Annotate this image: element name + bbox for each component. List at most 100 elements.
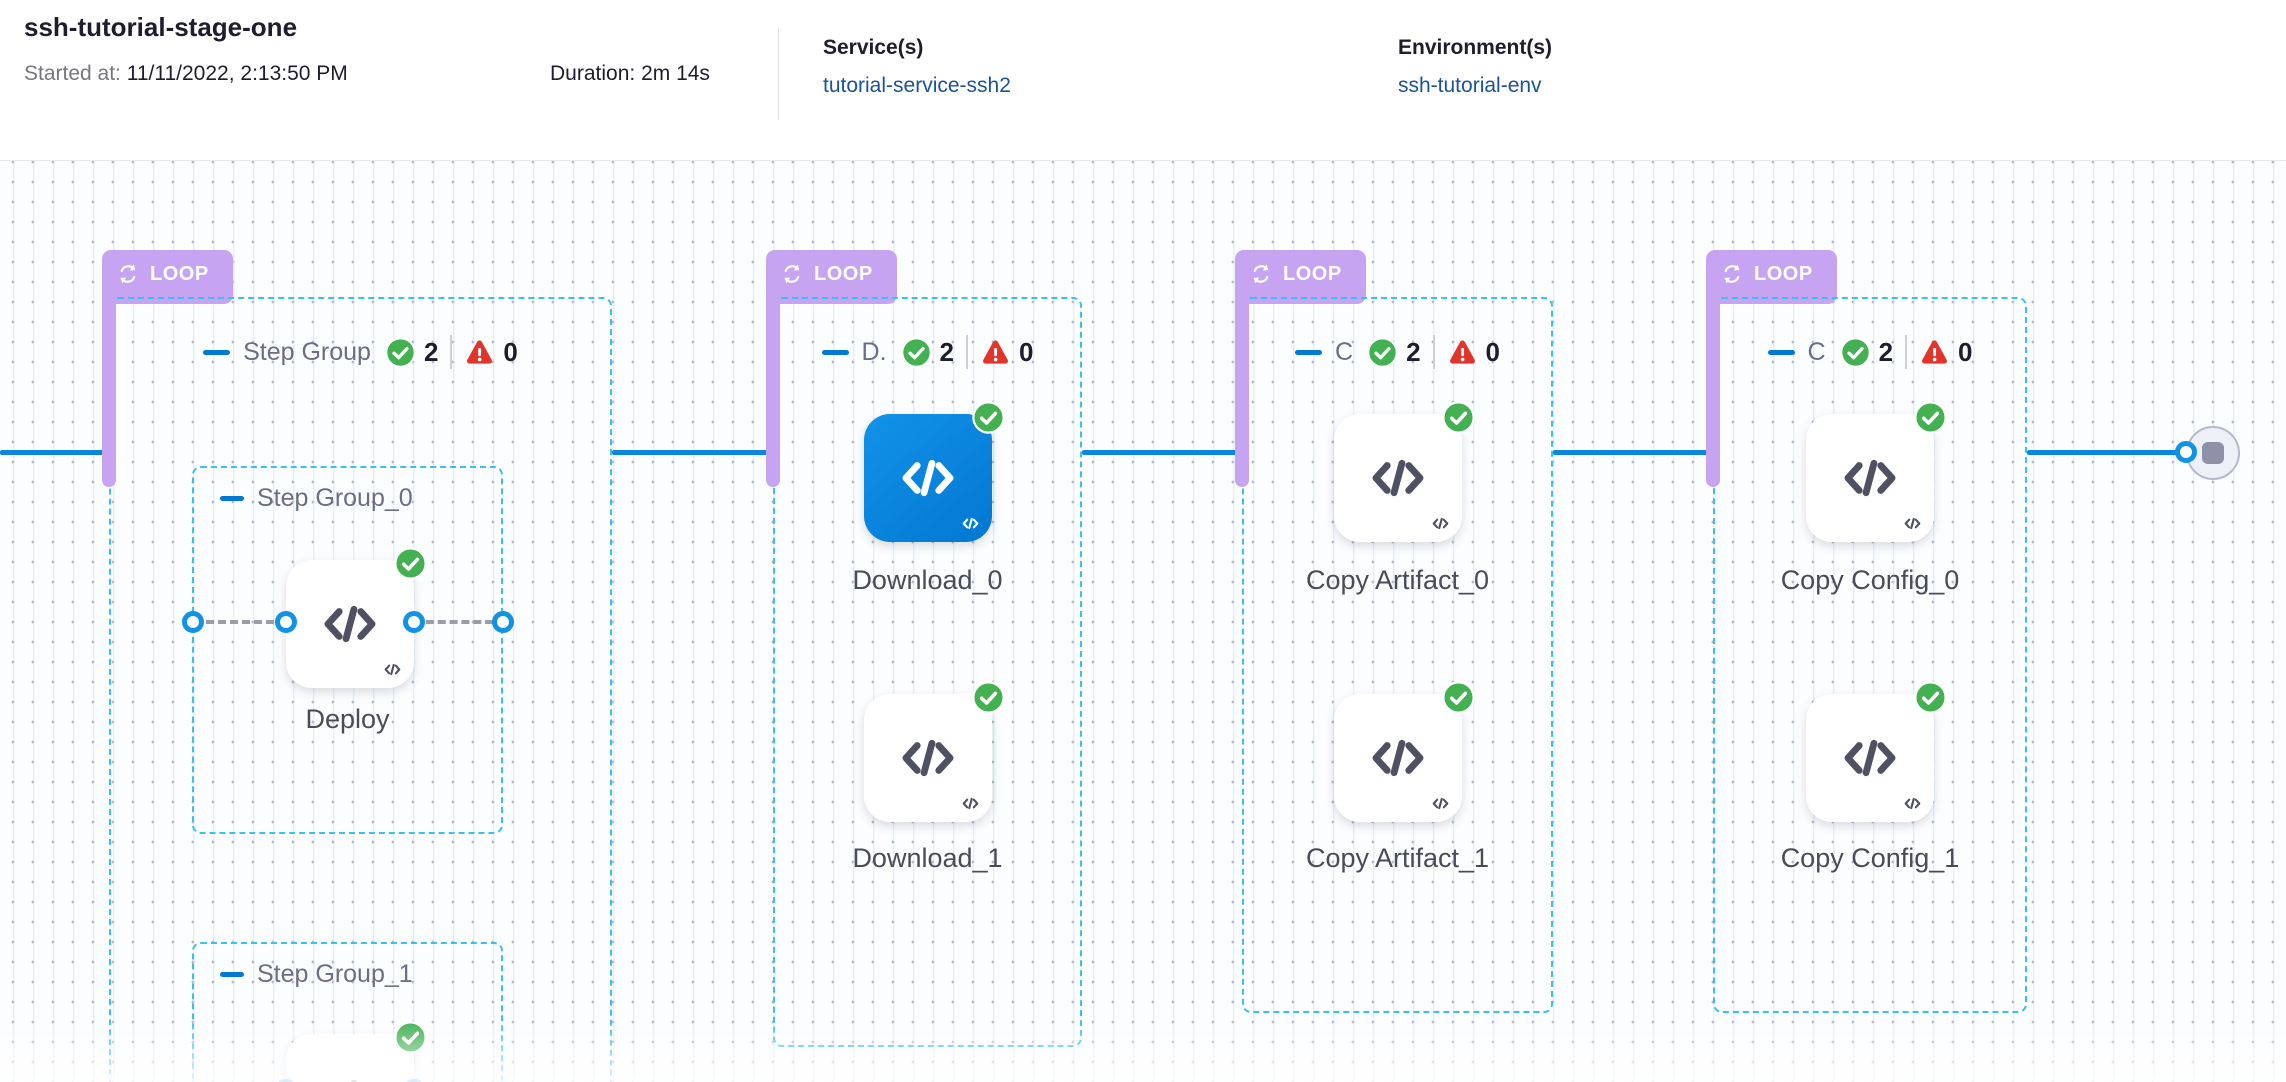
code-icon [1836, 444, 1904, 512]
connector-handle[interactable] [403, 611, 425, 633]
step-group-title: Step Group [243, 337, 371, 366]
loop-icon [115, 261, 141, 287]
connector-handle[interactable] [2175, 441, 2197, 463]
success-count-icon [385, 337, 416, 368]
success-count: 2 [1406, 336, 1421, 367]
loop-badge: LOOP [1706, 250, 1837, 304]
step-label: Copy Artifact_1 [1305, 843, 1490, 873]
step-group-box-4[interactable]: C 2 0 Copy Config_0 Copy Config_1 [1713, 297, 2027, 1013]
loop-label: LOOP [150, 262, 209, 285]
success-count-icon [901, 337, 932, 368]
collapse-minus-icon[interactable] [821, 349, 849, 355]
step-group-box-2[interactable]: D. 2 0 Download_0 Download_1 [773, 297, 1082, 1047]
connector-handle[interactable] [182, 611, 204, 633]
success-count-icon [1840, 337, 1871, 368]
loop-strip [1235, 297, 1249, 487]
duration-label: Duration: [550, 62, 636, 85]
service-link[interactable]: tutorial-service-ssh2 [823, 74, 1011, 97]
code-mini-icon [1430, 793, 1451, 814]
code-icon [316, 590, 384, 658]
step-card-copy-config-0[interactable] [1806, 414, 1934, 542]
services-block: Service(s) tutorial-service-ssh2 [823, 36, 1011, 98]
step-card-download-1[interactable] [863, 694, 992, 822]
stage-end-node[interactable] [2186, 426, 2240, 480]
duration: Duration: 2m 14s [550, 62, 710, 86]
step-card-copy-config-1[interactable] [1806, 694, 1934, 822]
failed-count: 0 [1958, 336, 1973, 367]
collapse-minus-icon[interactable] [1295, 349, 1322, 355]
pipeline-connector-line [2027, 450, 2178, 455]
inner-step-group-1[interactable]: Step Group_1 [192, 942, 503, 1082]
code-mini-icon [960, 793, 981, 814]
success-check-icon [972, 681, 1005, 714]
count-divider [966, 335, 968, 369]
loop-icon [779, 261, 805, 287]
collapse-minus-icon[interactable] [220, 496, 244, 501]
code-mini-icon [1902, 513, 1923, 534]
step-group-header[interactable]: C 2 0 [1244, 335, 1551, 369]
started-at-label: Started at: [24, 62, 121, 85]
loop-icon [1248, 261, 1274, 287]
inner-step-group-0[interactable]: Step Group_0 Deploy [182, 466, 514, 834]
header-divider [778, 28, 779, 120]
success-check-icon [1442, 401, 1475, 434]
step-card-copy-artifact-1[interactable] [1333, 694, 1462, 822]
connector-handle[interactable] [492, 611, 514, 633]
pipeline-connector-line [1082, 450, 1239, 455]
loop-strip [766, 297, 780, 487]
step-group-box-3[interactable]: C 2 0 Copy Artifact_0 Copy Artifact_1 [1242, 297, 1553, 1013]
pipeline-connector-line [0, 450, 105, 455]
count-divider [450, 335, 453, 369]
code-icon [1364, 724, 1432, 792]
step-label: Download_0 [852, 565, 1003, 595]
started-at: Started at: 11/11/2022, 2:13:50 PM [24, 62, 348, 86]
success-check-icon [1442, 681, 1475, 714]
step-label: Copy Config_0 [1780, 565, 1960, 595]
connector-handle[interactable] [275, 611, 297, 633]
failed-count-icon [1447, 337, 1478, 368]
code-mini-icon [1902, 793, 1923, 814]
failed-count-icon [980, 337, 1011, 368]
started-at-value: 11/11/2022, 2:13:50 PM [126, 62, 348, 85]
code-icon [1836, 724, 1904, 792]
loop-label: LOOP [1283, 262, 1342, 285]
step-group-header[interactable]: C 2 0 [1715, 335, 2025, 369]
success-count-icon [1367, 337, 1398, 368]
environments-label: Environment(s) [1398, 36, 1553, 59]
step-group-header[interactable]: D. 2 0 [775, 335, 1080, 369]
step-card[interactable] [286, 1034, 414, 1082]
execution-header: ssh-tutorial-stage-one Started at: 11/11… [0, 0, 2286, 161]
step-card-copy-artifact-0[interactable] [1333, 414, 1462, 542]
code-mini-icon [382, 659, 403, 680]
failed-count: 0 [503, 336, 518, 367]
success-check-icon [972, 401, 1005, 434]
collapse-minus-icon[interactable] [1767, 349, 1795, 355]
services-label: Service(s) [823, 36, 924, 59]
loop-label: LOOP [814, 262, 873, 285]
count-divider [1432, 335, 1435, 369]
collapse-minus-icon[interactable] [220, 972, 244, 977]
loop-badge: LOOP [766, 250, 897, 304]
selection-connector-dash [414, 620, 505, 624]
code-icon [894, 444, 962, 512]
step-label: Download_1 [852, 843, 1003, 873]
step-card-deploy[interactable] [286, 560, 414, 688]
pipeline-connector-line [1553, 450, 1710, 455]
collapse-minus-icon[interactable] [203, 349, 231, 355]
success-count: 2 [423, 336, 439, 367]
environment-link[interactable]: ssh-tutorial-env [1398, 74, 1542, 97]
pipeline-canvas[interactable]: LOOP LOOP LOOP LOOP Step Group 2 0 Step … [0, 160, 2286, 1082]
step-group-title: C [1807, 337, 1826, 366]
success-check-icon [1914, 401, 1947, 434]
code-icon [894, 724, 962, 792]
code-icon [316, 1064, 384, 1082]
failed-count-icon [1919, 337, 1950, 368]
success-count: 2 [939, 336, 954, 367]
failed-count-icon [464, 337, 495, 368]
inner-group-title-row: Step Group_1 [220, 960, 413, 989]
loop-badge: LOOP [102, 250, 233, 304]
step-group-box-1[interactable]: Step Group 2 0 Step Group_0 Dep [109, 297, 612, 1082]
step-group-header[interactable]: Step Group 2 0 [111, 335, 610, 369]
step-card-download-0[interactable] [863, 414, 992, 542]
step-label: Deploy [305, 704, 390, 734]
